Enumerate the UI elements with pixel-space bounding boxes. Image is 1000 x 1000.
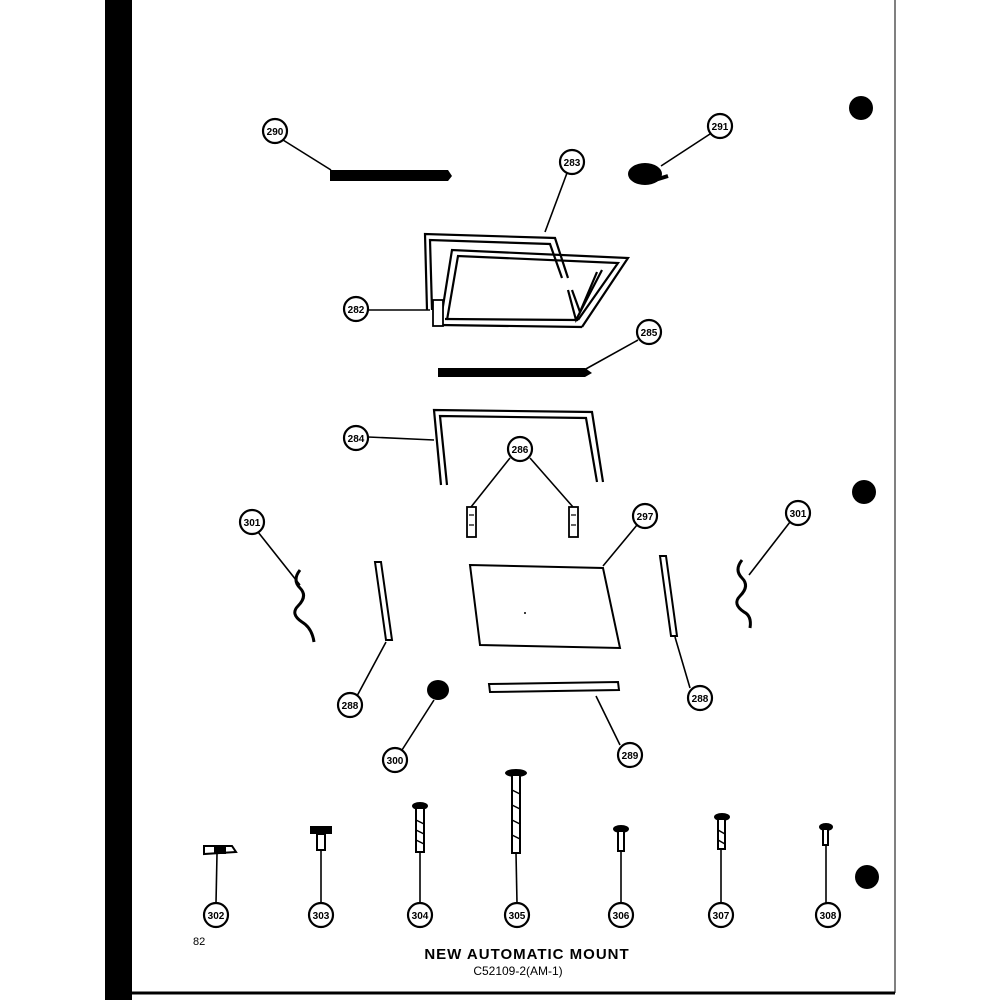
callout-300: 300: [381, 746, 409, 774]
callout-302-label: 302: [208, 911, 225, 922]
callout-285-label: 285: [641, 328, 658, 339]
part-304-screw: [412, 802, 428, 853]
callout-297: 297: [631, 502, 659, 530]
callout-307-label: 307: [713, 911, 730, 922]
callout-284: 284: [342, 424, 370, 452]
part-308-screw: [819, 823, 833, 846]
callout-303-label: 303: [313, 911, 330, 922]
callout-302: 302: [202, 901, 230, 929]
part-291-clip: [628, 163, 662, 185]
callout-289: 289: [616, 741, 644, 769]
callout-304-label: 304: [412, 911, 429, 922]
callout-282: 282: [342, 295, 370, 323]
callout-301-left: 301: [238, 508, 266, 536]
callout-290: 290: [261, 117, 289, 145]
part-285-strip: [438, 368, 592, 377]
callout-297-label: 297: [637, 512, 654, 523]
callout-288-left: 288: [336, 691, 364, 719]
part-303-bolt: [310, 826, 332, 851]
part-288-strip-right: [658, 555, 679, 637]
callout-305: 305: [503, 901, 531, 929]
callout-291-label: 291: [712, 122, 729, 133]
part-301-spring-left: [293, 569, 316, 643]
callout-283-label: 283: [564, 158, 581, 169]
diagram-model-number: C52109-2(AM-1): [473, 964, 562, 978]
part-286-brackets: [466, 506, 579, 538]
callout-288-left-label: 288: [342, 701, 359, 712]
part-288-strip-left: [373, 561, 394, 641]
leader-lines: [215, 133, 827, 904]
callout-290-label: 290: [267, 127, 284, 138]
page-number: 82: [193, 936, 205, 948]
part-289-bar: [487, 680, 621, 694]
binder-hole-middle: [852, 480, 876, 504]
part-297-panel: [468, 563, 622, 650]
callout-301-right: 301: [784, 499, 812, 527]
binding-strip: [105, 0, 132, 1000]
callout-307: 307: [707, 901, 735, 929]
callout-303: 303: [307, 901, 335, 929]
callout-304: 304: [406, 901, 434, 929]
panel-dot: [524, 612, 526, 614]
callout-282-label: 282: [348, 305, 365, 316]
binder-hole-top: [849, 96, 873, 120]
part-305-long-screw: [505, 769, 527, 854]
part-301-spring-right: [735, 559, 752, 629]
part-307-screw: [714, 813, 730, 850]
callout-306-label: 306: [613, 911, 630, 922]
callout-285: 285: [635, 318, 663, 346]
part-300-clip: [427, 680, 449, 700]
part-291-tab: [654, 174, 669, 182]
callout-289-label: 289: [622, 751, 639, 762]
part-283-frame: [423, 232, 630, 329]
callout-306: 306: [607, 901, 635, 929]
part-290-strip: [330, 170, 452, 181]
part-302-clamp: [203, 845, 238, 856]
callout-301-left-label: 301: [244, 518, 261, 529]
part-306-screw: [613, 825, 629, 852]
callout-301-right-label: 301: [790, 509, 807, 520]
callout-308-label: 308: [820, 911, 837, 922]
callout-300-label: 300: [387, 756, 404, 767]
callout-308: 308: [814, 901, 842, 929]
callout-286: 286: [506, 435, 534, 463]
callout-291: 291: [706, 112, 734, 140]
callout-288-right: 288: [686, 684, 714, 712]
callout-284-label: 284: [348, 434, 365, 445]
callout-305-label: 305: [509, 911, 526, 922]
callout-283: 283: [558, 148, 586, 176]
part-284-channel: [432, 408, 605, 486]
diagram-title: NEW AUTOMATIC MOUNT: [424, 946, 629, 963]
callout-286-label: 286: [512, 445, 529, 456]
binder-hole-bottom: [855, 865, 879, 889]
callout-288-right-label: 288: [692, 694, 709, 705]
